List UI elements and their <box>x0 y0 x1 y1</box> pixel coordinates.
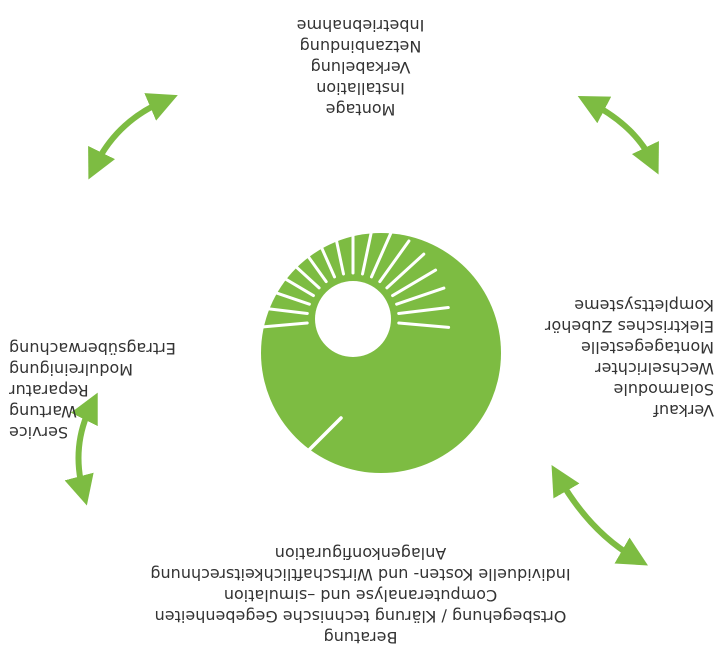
sun-ray <box>378 239 411 284</box>
sun-ray <box>385 252 426 290</box>
text-block-verkauf: Verkauf Solarmodule Wechselrichter Monta… <box>545 295 714 421</box>
center-circle <box>261 233 501 473</box>
block-line: Wartung <box>9 402 77 421</box>
block-line: Inbetriebnahme <box>296 16 425 35</box>
sun-ray <box>361 223 375 276</box>
block-line: Computeranalyse und –simulation <box>223 586 498 605</box>
cycle-arrow-icon <box>88 93 178 180</box>
block-line: Ertragsüberwachung <box>9 339 176 358</box>
solar-panel-line-icon <box>259 416 343 500</box>
sun-ray <box>280 252 321 290</box>
block-line: Wechselrichter <box>595 359 714 378</box>
sun-ray <box>397 306 450 315</box>
sun-ray <box>295 239 328 284</box>
block-line: Installation <box>316 79 405 98</box>
cycle-arrow-icon <box>551 464 648 566</box>
block-line: Verkabelung <box>310 58 411 77</box>
block-title: Service <box>9 423 69 442</box>
block-title: Montage <box>325 100 396 119</box>
sun-ray <box>370 229 394 279</box>
block-line: Ortsbegehung / Klärung technische Gegebe… <box>154 607 567 626</box>
sun-ray <box>255 321 309 329</box>
sun-core-icon <box>315 281 391 357</box>
sun-ray <box>395 286 446 306</box>
sun-ray <box>268 268 315 298</box>
text-block-beratung: Beratung Ortsbegehung / Klärung technisc… <box>0 543 721 648</box>
block-line: Individuelle Kosten- und Wirtschaftlichk… <box>150 565 571 584</box>
sun-ray <box>391 268 438 298</box>
cycle-arrow-icon <box>577 96 659 175</box>
block-line: Reparatur <box>9 381 89 400</box>
text-block-montage: Montage Installation Verkabelung Netzanb… <box>0 15 721 120</box>
sun-ray <box>312 229 336 279</box>
block-line: Elektrisches Zubehör <box>544 317 714 336</box>
block-line: Modulreinigung <box>9 360 134 379</box>
sun-ray <box>256 306 309 315</box>
block-line: Anlagenkonfiguration <box>274 544 447 563</box>
block-title: Verkauf <box>653 401 714 420</box>
block-title: Beratung <box>323 628 398 647</box>
block-line: Solarmodule <box>613 380 714 399</box>
block-line: Montagegestelle <box>581 338 714 357</box>
sun-ray <box>260 286 311 306</box>
sun-ray <box>397 321 451 329</box>
sun-ray <box>331 223 345 276</box>
block-line: Netzanbindung <box>299 37 422 56</box>
sun-icon <box>255 221 451 329</box>
cycle-arrow-icon <box>64 392 98 506</box>
text-block-service: Service Wartung Reparatur Modulreinigung… <box>9 338 176 443</box>
block-line: Komplettsysteme <box>574 296 714 315</box>
